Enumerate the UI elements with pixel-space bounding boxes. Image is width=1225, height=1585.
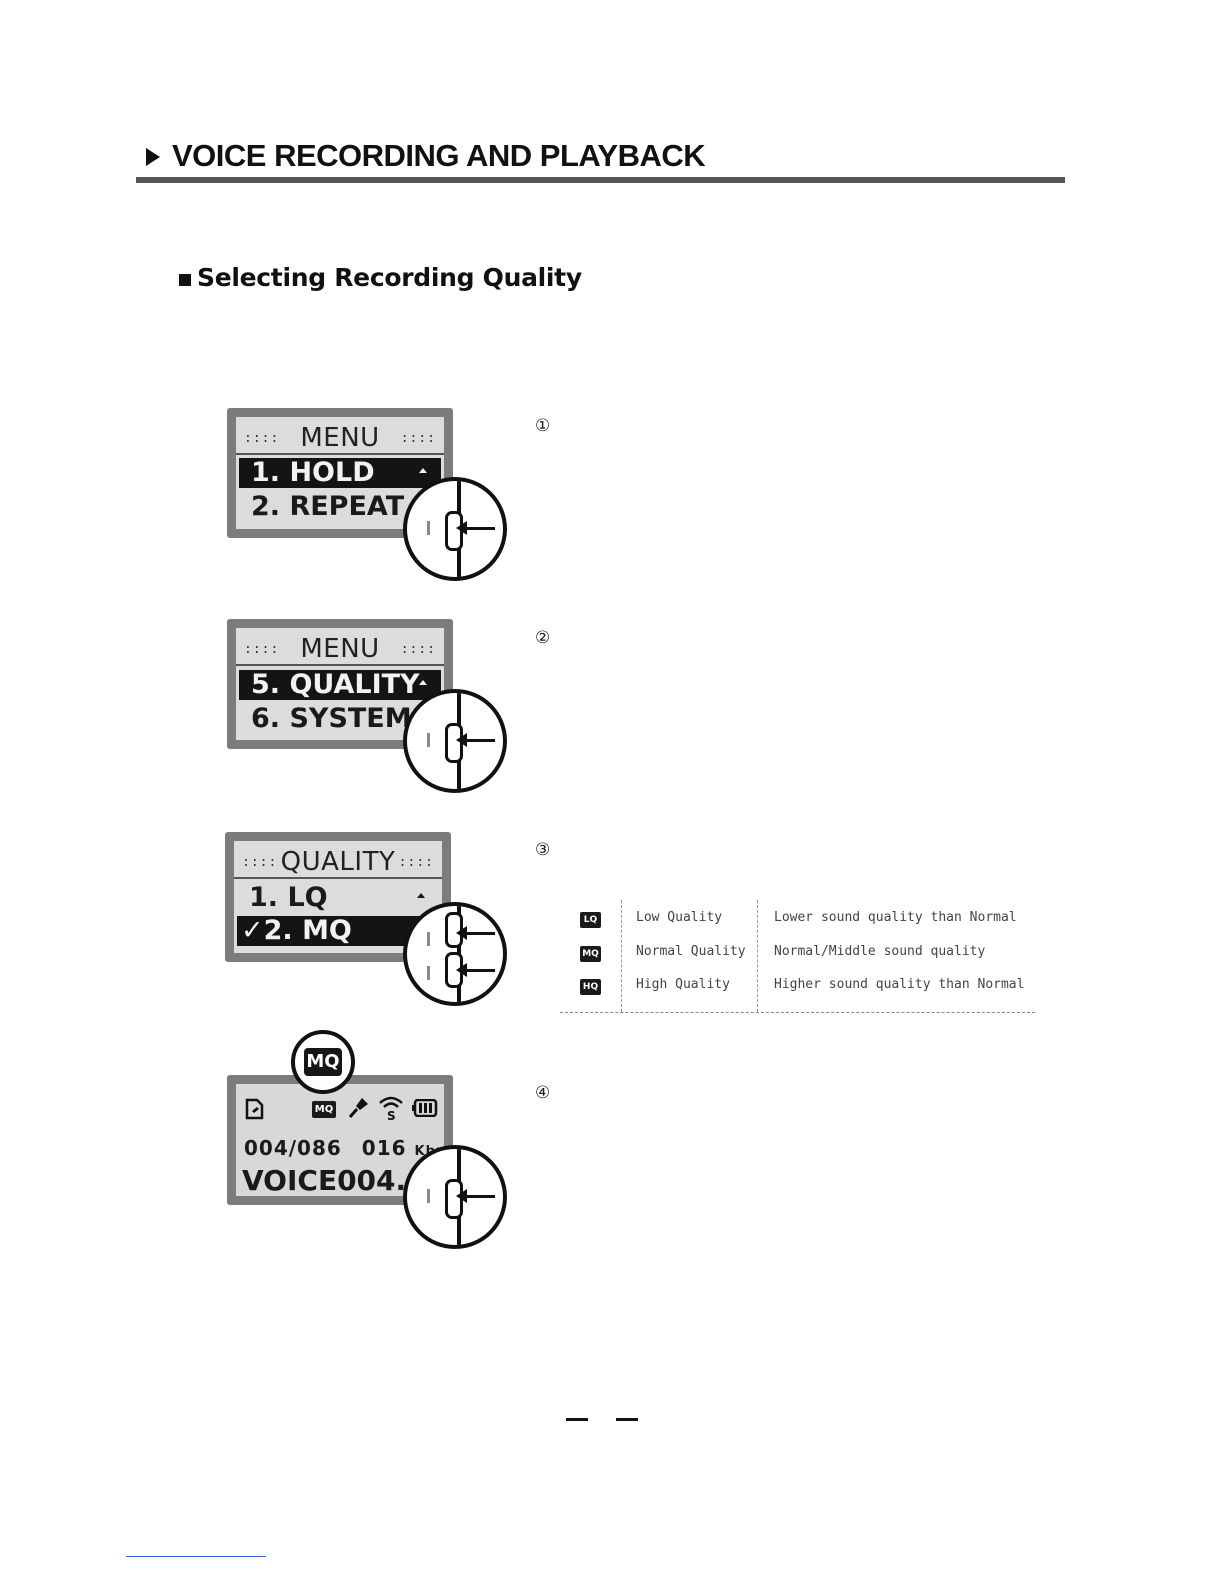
hq-icon: HQ: [580, 979, 601, 995]
button-label-icon: [427, 966, 430, 980]
quality-row: HQ High Quality Higher sound quality tha…: [560, 973, 1035, 1006]
lcd-header: :::: QUALITY ::::: [234, 847, 442, 879]
press-arrow-line: [463, 1195, 495, 1198]
mq-icon: MQ: [580, 946, 601, 962]
press-arrow-icon: [456, 521, 467, 535]
menu-row-label: ✓2. MQ: [241, 915, 352, 946]
press-arrow-icon: [456, 926, 467, 940]
menu-row-label: 6. SYSTEM: [251, 703, 412, 734]
column-divider: [757, 900, 758, 1012]
lcd-dots-right: ::::: [400, 430, 436, 446]
lcd-dots-left: ::::: [242, 854, 278, 870]
page-number-dash-left: [566, 1418, 588, 1421]
step-number: ③: [535, 840, 551, 860]
step-number: ②: [535, 628, 551, 648]
quality-description: Normal/Middle sound quality: [774, 944, 986, 959]
lcd-dots-left: ::::: [244, 430, 280, 446]
lcd-dots-left: ::::: [244, 641, 280, 657]
lcd-screen-step-1: :::: MENU :::: 1. HOLD 2. REPEAT: [227, 408, 453, 538]
scroll-up-icon: [419, 680, 427, 685]
quality-description: Higher sound quality than Normal: [774, 977, 1025, 992]
step-number: ④: [535, 1083, 551, 1103]
menu-row-selected: 1. HOLD: [239, 458, 441, 488]
menu-row-label: 1. HOLD: [251, 457, 375, 488]
quality-description: Lower sound quality than Normal: [774, 910, 1017, 925]
lcd-title: QUALITY: [280, 847, 396, 877]
button-label-icon: [427, 733, 430, 747]
menu-row-label: 2. REPEAT: [251, 491, 405, 522]
menu-row-label: 1. LQ: [249, 882, 328, 913]
quality-row: MQ Normal Quality Normal/Middle sound qu…: [560, 940, 1035, 973]
menu-row-label: 5. QUALITY: [251, 669, 420, 700]
signal-icon: S: [379, 1096, 403, 1122]
microphone-icon: [348, 1098, 368, 1118]
quality-row: LQ Low Quality Lower sound quality than …: [560, 906, 1035, 939]
column-divider: [621, 900, 622, 1012]
press-arrow-line: [463, 739, 495, 742]
section-title: VOICE RECORDING AND PLAYBACK: [172, 138, 706, 173]
svg-text:S: S: [387, 1109, 396, 1122]
menu-row: 6. SYSTEM: [239, 704, 441, 734]
button-label-icon: [427, 1189, 430, 1203]
section-rule: [136, 177, 1065, 183]
menu-row-selected: 5. QUALITY: [239, 670, 441, 700]
lcd-header: :::: MENU ::::: [236, 634, 444, 666]
lcd-title: MENU: [300, 423, 380, 453]
press-arrow-icon: [456, 963, 467, 977]
subsection-title: Selecting Recording Quality: [197, 263, 582, 292]
lcd-header: :::: MENU ::::: [236, 423, 444, 455]
battery-icon: [412, 1099, 438, 1117]
track-counter: 004/086: [244, 1136, 342, 1160]
menu-row: 1. LQ: [237, 883, 439, 913]
lq-icon: LQ: [580, 912, 601, 928]
file-icon: [245, 1098, 264, 1120]
subsection-bullet-icon: [179, 274, 191, 286]
press-arrow-line: [463, 932, 495, 935]
menu-button-zoom-step-4: [403, 1145, 507, 1249]
lcd-screen-step-2: :::: MENU :::: 5. QUALITY 6. SYSTEM: [227, 619, 453, 749]
press-arrow-icon: [456, 733, 467, 747]
button-label-icon: [427, 932, 430, 946]
menu-button-zoom-step-2: [403, 689, 507, 793]
button-label-icon: [427, 521, 430, 535]
quality-name: High Quality: [636, 977, 730, 992]
footer-line: [126, 1556, 266, 1557]
section-bullet-icon: [146, 148, 160, 166]
lcd-title: MENU: [300, 634, 380, 664]
step-number: ①: [535, 416, 551, 436]
menu-button-zoom-step-1: [403, 477, 507, 581]
quality-name: Low Quality: [636, 910, 723, 925]
lcd-dots-right: ::::: [400, 641, 436, 657]
scroll-up-icon: [417, 893, 425, 898]
quality-name: Normal Quality: [636, 944, 746, 959]
mq-badge-icon: MQ: [304, 1048, 342, 1076]
press-arrow-icon: [456, 1189, 467, 1203]
menu-row: 2. REPEAT: [239, 492, 441, 522]
quality-callout: MQ: [291, 1030, 355, 1094]
page-number-dash-right: [616, 1418, 638, 1421]
scroll-up-icon: [419, 468, 427, 473]
lcd-dots-right: ::::: [398, 854, 434, 870]
player-info-row: 004/086 016 Kbps: [244, 1136, 444, 1160]
press-arrow-line: [463, 527, 495, 530]
quality-status-icon: MQ: [312, 1101, 336, 1118]
press-arrow-line: [463, 969, 495, 972]
quality-table: LQ Low Quality Lower sound quality than …: [560, 900, 1035, 1013]
bitrate-value: 016: [361, 1136, 407, 1160]
updown-button-zoom-step-3: [403, 902, 507, 1006]
